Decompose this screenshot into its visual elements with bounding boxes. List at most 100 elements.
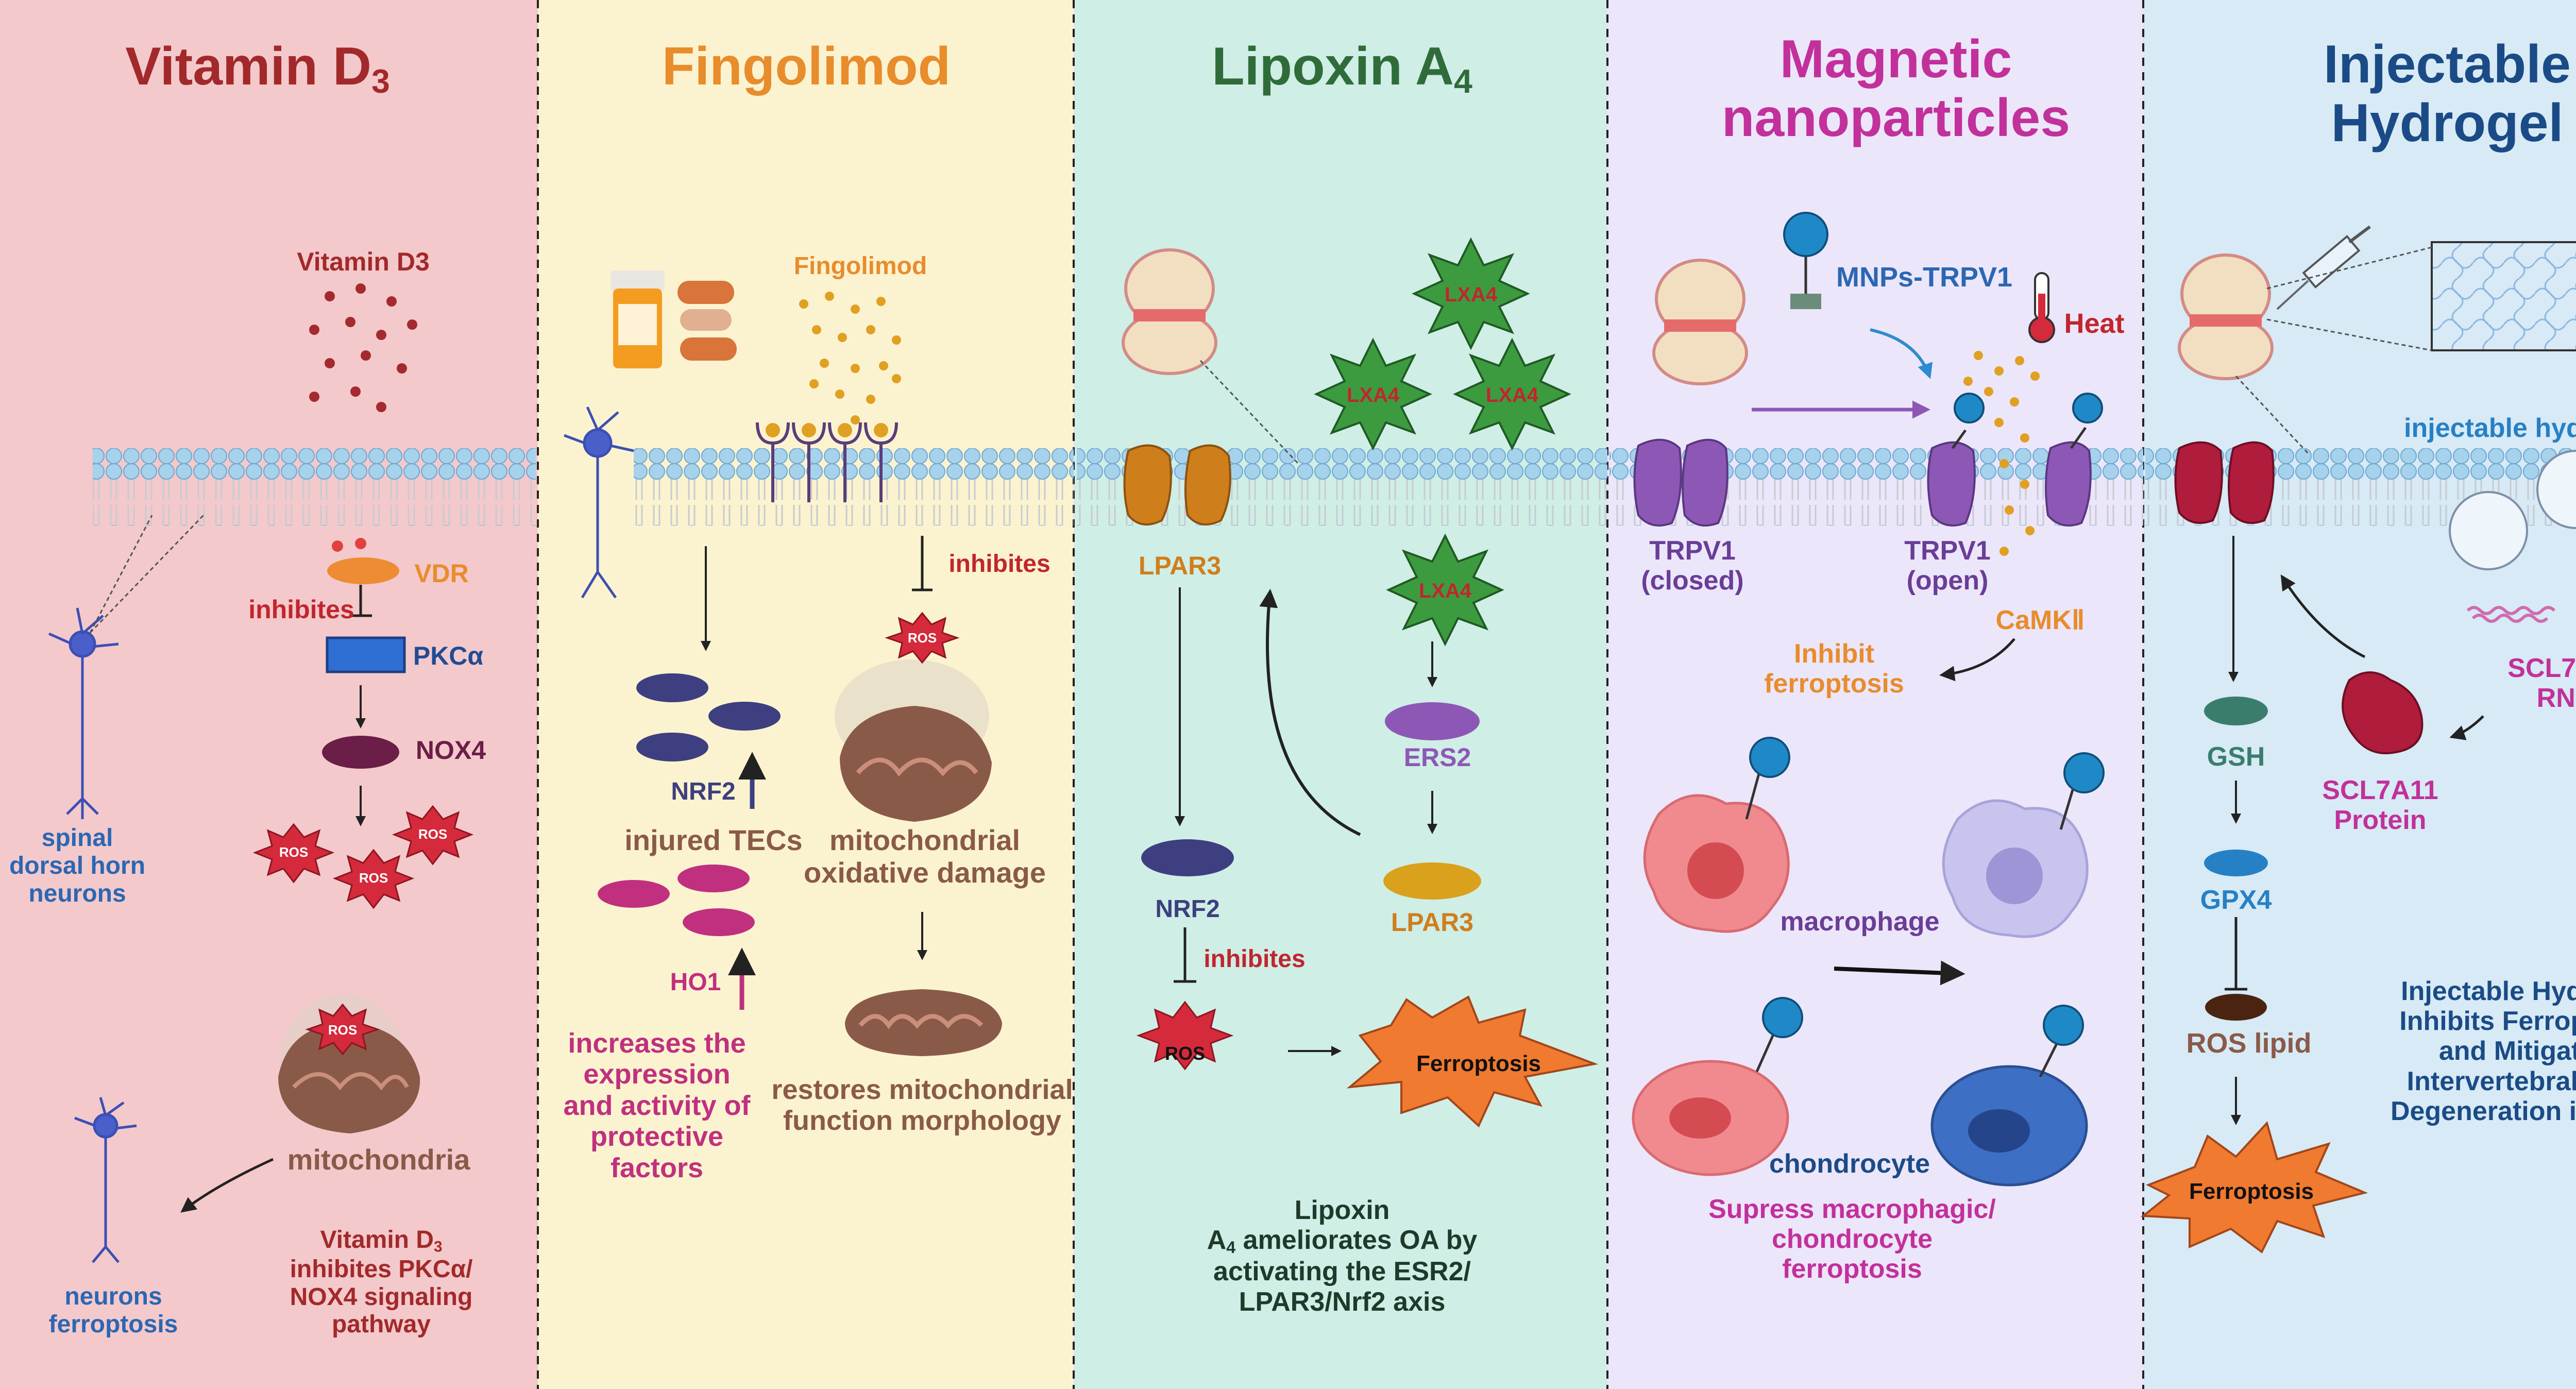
label-restores-line2: function morphology xyxy=(783,1105,1061,1137)
cell-membrane-vitd xyxy=(93,448,536,526)
label-injured-tecs: injured TECs xyxy=(624,824,803,856)
label-macrophage: macrophage xyxy=(1780,907,1940,937)
label-lxa4-4: LXA4 xyxy=(1418,580,1472,602)
trpv1-open-icon xyxy=(1927,393,2103,527)
hydrogel-vesicles xyxy=(2449,450,2576,570)
nox4-icon xyxy=(322,736,399,769)
knee-joint-icon-lipoxin xyxy=(1122,248,1217,375)
label-lxa4-1: LXA4 xyxy=(1444,283,1498,306)
arrow-lpar3-membrane xyxy=(1259,588,1361,836)
zoom-line-hydrogel-2 xyxy=(2266,318,2432,351)
label-ros-lipid: ROS lipid xyxy=(2186,1028,2312,1059)
label-gsh: GSH xyxy=(2207,742,2265,772)
label-vitamin-d3: Vitamin D3 xyxy=(297,247,430,276)
summary-hydrogel-line3: and Mitigates xyxy=(2438,1036,2576,1066)
label-lpar3-top: LPAR3 xyxy=(1138,551,1222,580)
lpar3-icon-lower xyxy=(1383,862,1481,900)
title-lipoxin-a4: Lipoxin A4 xyxy=(1212,37,1472,100)
title-vitamin-d3: Vitamin D3 xyxy=(125,37,390,100)
label-lxa4-2: LXA4 xyxy=(1346,384,1400,406)
label-ho1: HO1 xyxy=(670,969,721,996)
mitochondria-icon-vitd xyxy=(278,994,420,1133)
summary-lipoxin-line3: activating the ESR2/ xyxy=(1213,1257,1471,1287)
heat-dots xyxy=(1963,351,2040,556)
label-scl-protein-line2: Protein xyxy=(2334,805,2427,836)
summary-lipoxin-line2a: A xyxy=(1207,1225,1227,1256)
label-scl-protein-line1: SCL7A11 xyxy=(2322,775,2438,805)
ros-burst-lipoxin xyxy=(1136,1001,1234,1071)
arrow-mito-neurons xyxy=(180,1158,274,1213)
label-supress-line3: ferroptosis xyxy=(1782,1254,1922,1284)
title-mnp-line1: Magnetic xyxy=(1780,29,2012,89)
label-spinal-line2: dorsal horn xyxy=(9,852,146,879)
ferroptosis-burst-hydrogel xyxy=(2140,1121,2368,1254)
label-inhibit-line2: ferroptosis xyxy=(1764,669,1904,699)
label-ros-fingolimod: ROS xyxy=(907,630,937,646)
thermometer-icon xyxy=(2028,272,2055,343)
label-scl7a11-rna: SCL7A11RNA xyxy=(2507,653,2576,713)
zoom-line-vitd-1 xyxy=(89,515,153,633)
summary-vitd-line1b: 3 xyxy=(433,1238,443,1256)
title-mnp-line2: nanoparticles xyxy=(1721,88,2071,148)
inhibit-fingolimod-ros xyxy=(912,536,933,591)
panel-vitamin-d3 xyxy=(0,0,538,1389)
arrow-macrophage-transition xyxy=(1834,960,1965,986)
arrow-camkii-inhibit xyxy=(1939,638,2015,682)
lpar3-receptor-icon xyxy=(1123,444,1231,526)
s1p-ligands xyxy=(766,423,888,437)
label-ros-vitd-3: ROS xyxy=(418,826,448,842)
label-gpx4: GPX4 xyxy=(2200,885,2272,915)
label-ferroptosis-lipoxin: Ferroptosis xyxy=(1416,1051,1541,1076)
cell-membrane-fingolimod xyxy=(634,448,1074,526)
title-fingolimod: Fingolimod xyxy=(662,37,951,96)
label-nrf2-fingolimod: NRF2 xyxy=(671,778,736,805)
label-ros-vitd-2: ROS xyxy=(359,870,388,886)
neuron-icon-ferroptosis xyxy=(74,1097,137,1263)
pkca-icon xyxy=(326,636,406,673)
label-neurons-line2: ferroptosis xyxy=(48,1310,178,1338)
summary-lipoxin-line4: LPAR3/Nrf2 axis xyxy=(1239,1286,1446,1317)
summary-vitd-line4: pathway xyxy=(331,1311,431,1339)
label-ros-lipoxin: ROS xyxy=(1164,1043,1206,1064)
nrf2-icon-lipoxin xyxy=(1141,839,1234,876)
nrf2-ellipses xyxy=(636,673,781,761)
title-hydrogel-line2: Hydrogel xyxy=(2331,93,2564,154)
ho1-ellipses xyxy=(598,865,755,936)
label-inhibit-line1: Inhibit xyxy=(1794,639,1874,669)
summary-hydrogel-line1: Injectable Hydrogel xyxy=(2401,976,2576,1006)
ros-lipid-icon xyxy=(2205,994,2267,1021)
title-lipoxin-sub: 4 xyxy=(1454,63,1472,100)
label-chondrocyte: chondrocyte xyxy=(1769,1149,1930,1179)
summary-lipoxin-line2c: ameliorates OA by xyxy=(1235,1225,1478,1256)
label-spinal-line1: spinal xyxy=(41,824,113,852)
label-ers2: ERS2 xyxy=(1403,743,1471,772)
title-hydrogel-line1: Injectable xyxy=(2324,35,2571,94)
neuron-icon-fingolimod xyxy=(564,406,634,599)
summary-hydrogel-line5: Degeneration in Rats xyxy=(2390,1096,2576,1126)
label-vdr: VDR xyxy=(414,559,469,588)
label-scl-rna-line2: RNA xyxy=(2536,683,2576,714)
mitochondria-damaged-icon xyxy=(835,612,992,822)
label-camkii: CaMKⅡ xyxy=(1995,605,2085,635)
capsules-icon xyxy=(677,281,737,361)
summary-lipoxin-line1: Lipoxin xyxy=(1294,1195,1390,1225)
ers2-icon xyxy=(1385,702,1480,740)
label-restores-line1: restores mitochondrial xyxy=(771,1074,1073,1105)
summary-lipoxin-line2b: 4 xyxy=(1226,1238,1236,1257)
vdr-receptor-icon xyxy=(327,538,399,584)
macrophage-purple-icon xyxy=(1942,752,2105,938)
label-mitochondria-vitd: mitochondria xyxy=(287,1143,470,1176)
scl7a11-rna-icon xyxy=(2466,606,2556,623)
label-inhibits-vitd: inhibites xyxy=(248,595,354,624)
arrow-protein-membrane xyxy=(2280,574,2366,658)
zoom-line-hydrogel-3 xyxy=(2235,375,2309,454)
label-trpv1-open-line1: TRPV1 xyxy=(1904,536,1991,566)
label-trpv1-closed: TRPV1(closed) xyxy=(1641,536,1743,596)
